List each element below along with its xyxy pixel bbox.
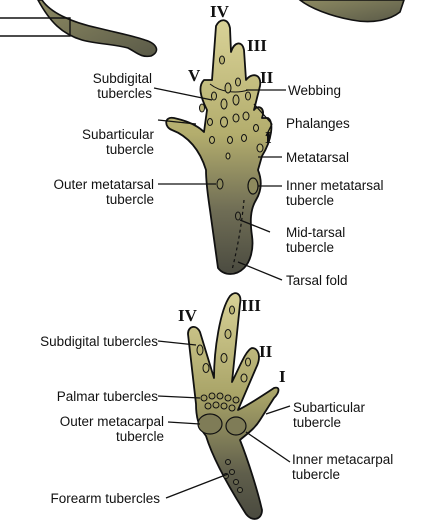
tubercle — [201, 395, 207, 401]
foot-webbing-label: Webbing — [288, 83, 341, 98]
tubercle — [230, 306, 235, 314]
foot-silhouette — [166, 20, 271, 274]
tubercle — [217, 393, 223, 399]
outer-metacarpal-tubercle-shape — [198, 414, 222, 434]
foot-digit-ii-label: II — [260, 69, 273, 86]
tubercle — [220, 56, 225, 64]
foot-metatarsal-label: Metatarsal — [286, 150, 349, 165]
tubercle — [233, 95, 239, 105]
tubercle — [221, 354, 227, 363]
tubercle — [226, 153, 230, 159]
mid-tarsal-tubercle-shape — [236, 212, 241, 220]
tubercle — [225, 330, 231, 339]
tubercle — [221, 117, 228, 127]
foot-mid-tarsal-tubercle-label: Mid-tarsal tubercle — [286, 225, 345, 255]
tubercle — [209, 393, 215, 399]
inner-metatarsal-tubercle-shape — [248, 178, 258, 194]
tubercle — [246, 92, 251, 100]
foot-outer-metatarsal-tubercle-label: Outer metatarsal tubercle — [53, 177, 154, 207]
foot-digit-v-label: V — [188, 67, 200, 84]
tubercle — [229, 405, 235, 411]
hand-digit-ii-label: II — [259, 343, 272, 360]
top-left-foot-fragment — [0, 0, 157, 56]
tubercle — [234, 480, 239, 485]
tubercle — [212, 92, 217, 100]
tubercle — [213, 402, 219, 408]
tubercle — [241, 374, 247, 382]
tubercle — [225, 395, 231, 401]
foot-tarsal-fold-label: Tarsal fold — [286, 273, 348, 288]
tubercle — [205, 403, 211, 409]
tubercle — [230, 470, 235, 475]
tubercle — [242, 135, 247, 142]
tubercle — [246, 358, 251, 366]
foot-subdigital-tubercles-label: Subdigital tubercles — [93, 71, 152, 101]
tubercle — [221, 99, 227, 109]
tubercle — [203, 364, 209, 373]
hand-palmar-tubercles-label: Palmar tubercles — [57, 389, 158, 404]
top-right-foot-fragment — [300, 0, 404, 22]
foot-phalanges-label: Phalanges — [286, 116, 350, 131]
inner-metacarpal-tubercle-shape — [226, 417, 246, 435]
tubercle — [243, 112, 249, 120]
hand-subdigital-tubercles-label: Subdigital tubercles — [40, 334, 158, 349]
frog-hand — [188, 293, 279, 519]
tubercle — [197, 345, 203, 355]
hand-outer-metacarpal-tubercle-label: Outer metacarpal tubercle — [60, 414, 164, 444]
tubercle — [200, 104, 205, 112]
hand-digit-iv-label: IV — [178, 307, 197, 324]
tubercle — [254, 125, 259, 132]
foot-subarticular-tubercle-label: Subarticular tubercle — [82, 127, 154, 157]
tubercle — [210, 137, 215, 144]
foot-digit-i-label: I — [265, 129, 272, 146]
foot-inner-metatarsal-tubercle-label: Inner metatarsal tubercle — [286, 178, 384, 208]
foot-digit-iv-label: IV — [210, 3, 229, 20]
hand-digit-iii-label: III — [241, 297, 261, 314]
tubercle — [221, 403, 227, 409]
hand-inner-metacarpal-tubercle-label: Inner metacarpal tubercle — [292, 452, 393, 482]
hand-subarticular-tubercle-label: Subarticular tubercle — [293, 400, 365, 430]
tubercle — [233, 114, 239, 122]
tubercle — [238, 488, 243, 493]
tubercle — [236, 78, 241, 86]
outer-metatarsal-tubercle-shape — [217, 179, 223, 189]
tubercle — [257, 144, 263, 152]
frog-foot — [166, 20, 271, 274]
foot-digit-iii-label: III — [247, 37, 267, 54]
tubercle — [228, 137, 233, 144]
tubercle — [233, 397, 239, 403]
tubercle — [225, 83, 231, 93]
tubercle — [208, 119, 213, 126]
tubercle — [226, 460, 231, 465]
hand-digit-i-label: I — [279, 368, 286, 385]
hand-forearm-tubercles-label: Forearm tubercles — [50, 491, 160, 506]
